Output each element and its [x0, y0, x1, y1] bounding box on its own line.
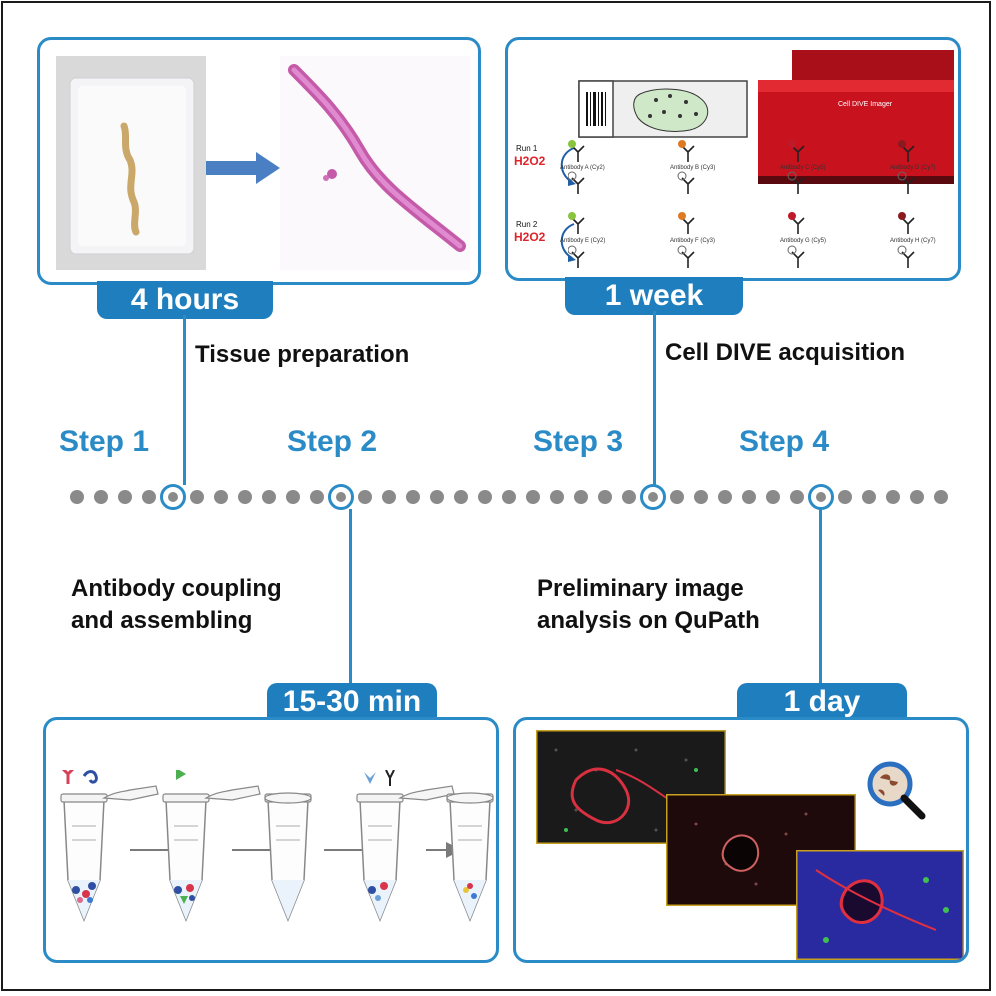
- step-4-label: Step 4: [739, 425, 830, 458]
- timeline-dot: [790, 490, 804, 504]
- timeline-dot: [262, 490, 276, 504]
- run-1-labeled-antibodies: [568, 140, 915, 194]
- timeline-dot: [910, 490, 924, 504]
- timeline-dot: [718, 490, 732, 504]
- timeline-dot: [838, 490, 852, 504]
- timeline-dot: [766, 490, 780, 504]
- run-1-antibody-1: Antibody A (Cy2): [560, 165, 605, 171]
- timeline-dot: [622, 490, 636, 504]
- timeline-dot: [502, 490, 516, 504]
- timeline-dot: [382, 490, 396, 504]
- step-4-duration-badge: 1 day: [737, 683, 907, 721]
- step-2-description-line-2: and assembling: [71, 607, 253, 634]
- timeline-dot: [598, 490, 612, 504]
- run-1-antibody-2: Antibody B (Cy3): [670, 165, 716, 171]
- step-2-connector: [349, 509, 352, 685]
- timeline-dot: [94, 490, 108, 504]
- step-4-connector: [819, 509, 822, 685]
- tissue-cassette-photo: [56, 56, 206, 270]
- run-2-antibody-2: Antibody F (Cy3): [670, 238, 716, 244]
- timeline-dot: [358, 490, 372, 504]
- run-1-reagent: H2O2: [514, 154, 546, 168]
- step-3-duration-badge: 1 week: [565, 277, 743, 315]
- step-3-description: Cell DIVE acquisition: [665, 339, 906, 366]
- timeline-dot: [886, 490, 900, 504]
- step-2-duration-badge: 15-30 min: [267, 683, 437, 721]
- timeline-dot: [862, 490, 876, 504]
- tube-workflow-illustration: [60, 770, 494, 921]
- run-2-reagent: H2O2: [514, 230, 546, 244]
- step-3-label: Step 3: [533, 425, 624, 458]
- timeline-dot: [190, 490, 204, 504]
- cell-dive-acquisition-panel: Cell DIVE Imager Run 1 H2O2: [505, 37, 961, 281]
- timeline-dot: [310, 490, 324, 504]
- step-1-connector: [183, 315, 186, 485]
- step-2-label: Step 2: [287, 425, 378, 458]
- timeline-dot: [118, 490, 132, 504]
- step-1-description: Tissue preparation: [195, 341, 410, 368]
- run-1-antibody-3: Antibody C (Cy5): [780, 165, 826, 171]
- cell-dive-imager-label: Cell DIVE Imager: [838, 101, 893, 108]
- run-2-antibody-1: Antibody E (Cy2): [560, 238, 606, 244]
- step-3-timeline-marker: [640, 484, 666, 510]
- step-4-description-line-2: analysis on QuPath: [537, 607, 760, 634]
- qupath-magnifier-icon: [867, 761, 926, 820]
- timeline-dot: [742, 490, 756, 504]
- timeline-dot: [574, 490, 588, 504]
- run-2-cycle-arrow-icon: [560, 223, 576, 262]
- step-2-description-line-1: Antibody coupling: [71, 575, 282, 602]
- step-2-description: Antibody coupling and assembling: [71, 573, 282, 637]
- multiplex-image-3: [796, 850, 964, 960]
- timeline-dot: [70, 490, 84, 504]
- tissue-preparation-panel: [37, 37, 481, 285]
- antibody-coupling-panel: [43, 717, 499, 963]
- timeline-dot: [238, 490, 252, 504]
- timeline-dot: [286, 490, 300, 504]
- run-2-antibody-4: Antibody H (Cy7): [890, 238, 936, 244]
- run-1-antibody-4: Antibody D (Cy7): [890, 165, 936, 171]
- run-2-antibody-3: Antibody G (Cy5): [780, 238, 827, 244]
- timeline-dot: [526, 490, 540, 504]
- step-4-description-line-1: Preliminary image: [537, 575, 744, 602]
- timeline-dot: [694, 490, 708, 504]
- step-1-label: Step 1: [59, 425, 150, 458]
- timeline-dot: [142, 490, 156, 504]
- timeline-dot: [934, 490, 948, 504]
- run-1-label: Run 1: [516, 144, 538, 153]
- cell-dive-imager-icon: Cell DIVE Imager: [758, 50, 954, 184]
- run-2-labeled-antibodies: [568, 212, 915, 268]
- timeline-dot: [430, 490, 444, 504]
- step-1-timeline-marker: [160, 484, 186, 510]
- timeline-dot: [214, 490, 228, 504]
- image-analysis-panel: [513, 717, 969, 963]
- step-4-description: Preliminary image analysis on QuPath: [537, 573, 760, 637]
- timeline-dot: [454, 490, 468, 504]
- timeline-dot: [406, 490, 420, 504]
- run-2-label: Run 2: [516, 220, 538, 229]
- step-1-duration-badge: 4 hours: [97, 281, 273, 319]
- arrow-icon: [206, 152, 280, 184]
- step-2-timeline-marker: [328, 484, 354, 510]
- step-3-connector: [653, 311, 656, 485]
- timeline-dot: [550, 490, 564, 504]
- step-4-timeline-marker: [808, 484, 834, 510]
- he-stained-section-image: [280, 56, 470, 270]
- timeline-dot: [670, 490, 684, 504]
- timeline-dot: [478, 490, 492, 504]
- microscope-slide-icon: [578, 80, 748, 138]
